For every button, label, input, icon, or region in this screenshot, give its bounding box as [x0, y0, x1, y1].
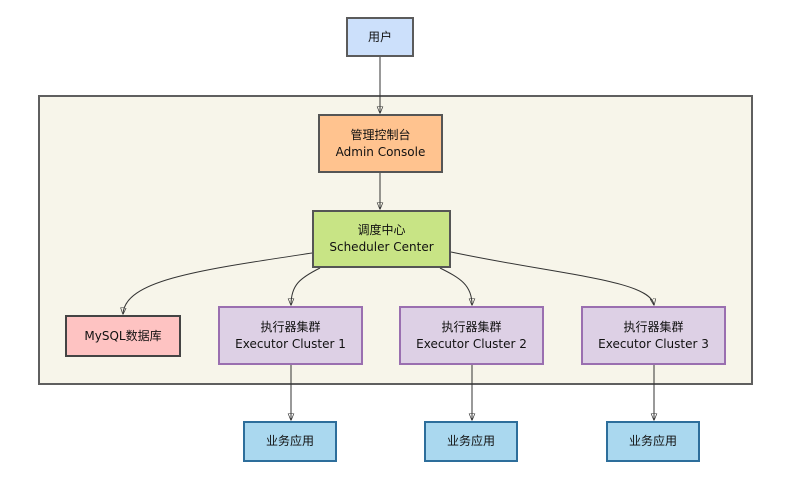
node-admin-label-cn: 管理控制台 — [350, 127, 411, 142]
node-executor-cluster-2[interactable]: 执行器集群 Executor Cluster 2 — [399, 306, 544, 365]
node-app-label: 业务应用 — [265, 434, 314, 448]
node-mysql-label: MySQL数据库 — [84, 328, 162, 343]
node-executor-label-en: Executor Cluster 1 — [235, 336, 346, 351]
node-user[interactable]: 用户 — [346, 17, 414, 57]
node-business-app-1[interactable]: 业务应用 — [243, 421, 337, 462]
node-user-label: 用户 — [367, 29, 392, 44]
node-executor-label-en: Executor Cluster 2 — [416, 336, 527, 351]
node-scheduler-center[interactable]: 调度中心 Scheduler Center — [312, 210, 451, 268]
node-mysql-database[interactable]: MySQL数据库 — [65, 315, 181, 357]
node-app-label: 业务应用 — [446, 434, 495, 448]
node-executor-label-cn: 执行器集群 — [260, 319, 321, 334]
node-business-app-2[interactable]: 业务应用 — [424, 421, 518, 462]
node-admin-label-en: Admin Console — [335, 144, 426, 159]
node-app-label: 业务应用 — [628, 434, 677, 448]
node-executor-label-cn: 执行器集群 — [623, 319, 684, 334]
node-business-app-3[interactable]: 业务应用 — [606, 421, 700, 462]
node-executor-cluster-3[interactable]: 执行器集群 Executor Cluster 3 — [581, 306, 726, 365]
node-executor-label-cn: 执行器集群 — [441, 319, 502, 334]
node-scheduler-label-cn: 调度中心 — [357, 223, 406, 237]
node-executor-label-en: Executor Cluster 3 — [598, 336, 709, 351]
node-admin-console[interactable]: 管理控制台 Admin Console — [318, 114, 443, 173]
node-executor-cluster-1[interactable]: 执行器集群 Executor Cluster 1 — [218, 306, 363, 365]
node-scheduler-label-en: Scheduler Center — [329, 240, 434, 254]
